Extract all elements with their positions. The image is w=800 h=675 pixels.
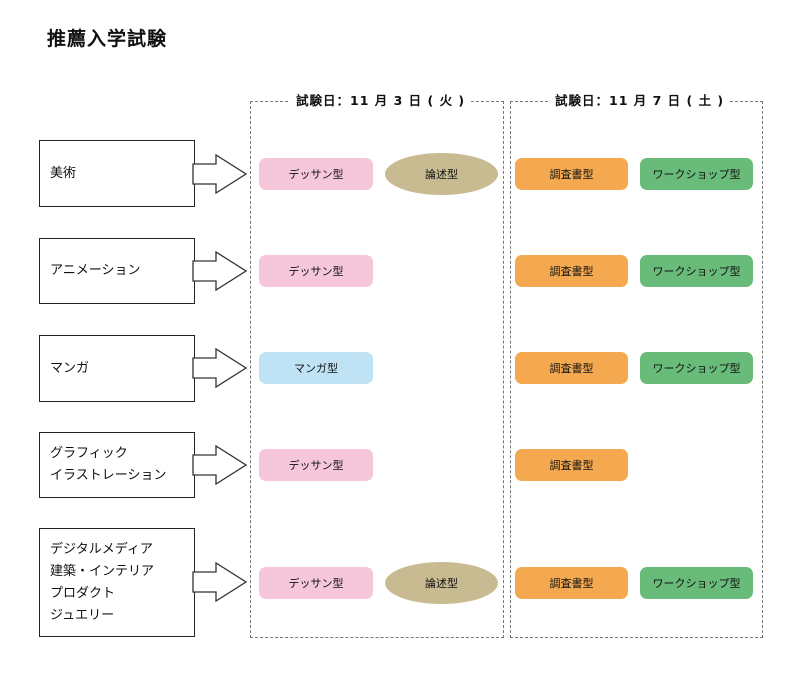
exam-type-workshop: ワークショップ型 bbox=[640, 158, 753, 190]
arrow-right-icon bbox=[192, 154, 248, 194]
department-name: 美術 bbox=[50, 165, 77, 181]
exam-type-dessin: デッサン型 bbox=[259, 158, 373, 190]
department-name-line: 建築・インテリア bbox=[50, 563, 155, 579]
exam-type-workshop: ワークショップ型 bbox=[640, 352, 753, 384]
department-name: マンガ bbox=[50, 360, 90, 376]
exam-type-research: 調査書型 bbox=[515, 352, 628, 384]
exam-type-essay: 論述型 bbox=[385, 562, 498, 604]
arrow-right-icon bbox=[192, 562, 248, 602]
department-fine-art: 美術 bbox=[39, 140, 195, 207]
department-name: アニメーション bbox=[50, 263, 141, 278]
exam-day-1-column: 試験日：11 月 3 日 ( 火 ) bbox=[250, 92, 504, 638]
exam-type-workshop: ワークショップ型 bbox=[640, 567, 753, 599]
department-name-line: ジュエリー bbox=[50, 607, 115, 623]
department-name-line: グラフィック bbox=[50, 446, 128, 461]
arrow-right-icon bbox=[192, 445, 248, 485]
department-manga: マンガ bbox=[39, 335, 195, 402]
department-graphic-illustration: グラフィック イラストレーション bbox=[39, 432, 195, 498]
exam-type-dessin: デッサン型 bbox=[259, 567, 373, 599]
exam-type-research: 調査書型 bbox=[515, 158, 628, 190]
exam-type-research: 調査書型 bbox=[515, 567, 628, 599]
exam-day-1-label: 試験日：11 月 3 日 ( 火 ) bbox=[290, 92, 472, 110]
exam-type-research: 調査書型 bbox=[515, 449, 628, 481]
department-digital-architecture-product-jewelry: デジタルメディア 建築・インテリア プロダクト ジュエリー bbox=[39, 528, 195, 637]
page-title: 推薦入学試験 bbox=[47, 28, 168, 50]
exam-day-2-column: 試験日：11 月 7 日 ( 土 ) bbox=[510, 92, 763, 638]
exam-type-workshop: ワークショップ型 bbox=[640, 255, 753, 287]
department-name-line: デジタルメディア bbox=[50, 541, 153, 557]
department-animation: アニメーション bbox=[39, 238, 195, 304]
arrow-right-icon bbox=[192, 348, 248, 388]
exam-type-research: 調査書型 bbox=[515, 255, 628, 287]
exam-type-essay: 論述型 bbox=[385, 153, 498, 195]
arrow-right-icon bbox=[192, 251, 248, 291]
exam-day-2-label: 試験日：11 月 7 日 ( 土 ) bbox=[549, 92, 731, 110]
department-name-line: プロダクト bbox=[50, 585, 116, 601]
exam-type-dessin: デッサン型 bbox=[259, 449, 373, 481]
department-name-line: イラストレーション bbox=[50, 468, 167, 483]
exam-type-manga: マンガ型 bbox=[259, 352, 373, 384]
exam-type-dessin: デッサン型 bbox=[259, 255, 373, 287]
